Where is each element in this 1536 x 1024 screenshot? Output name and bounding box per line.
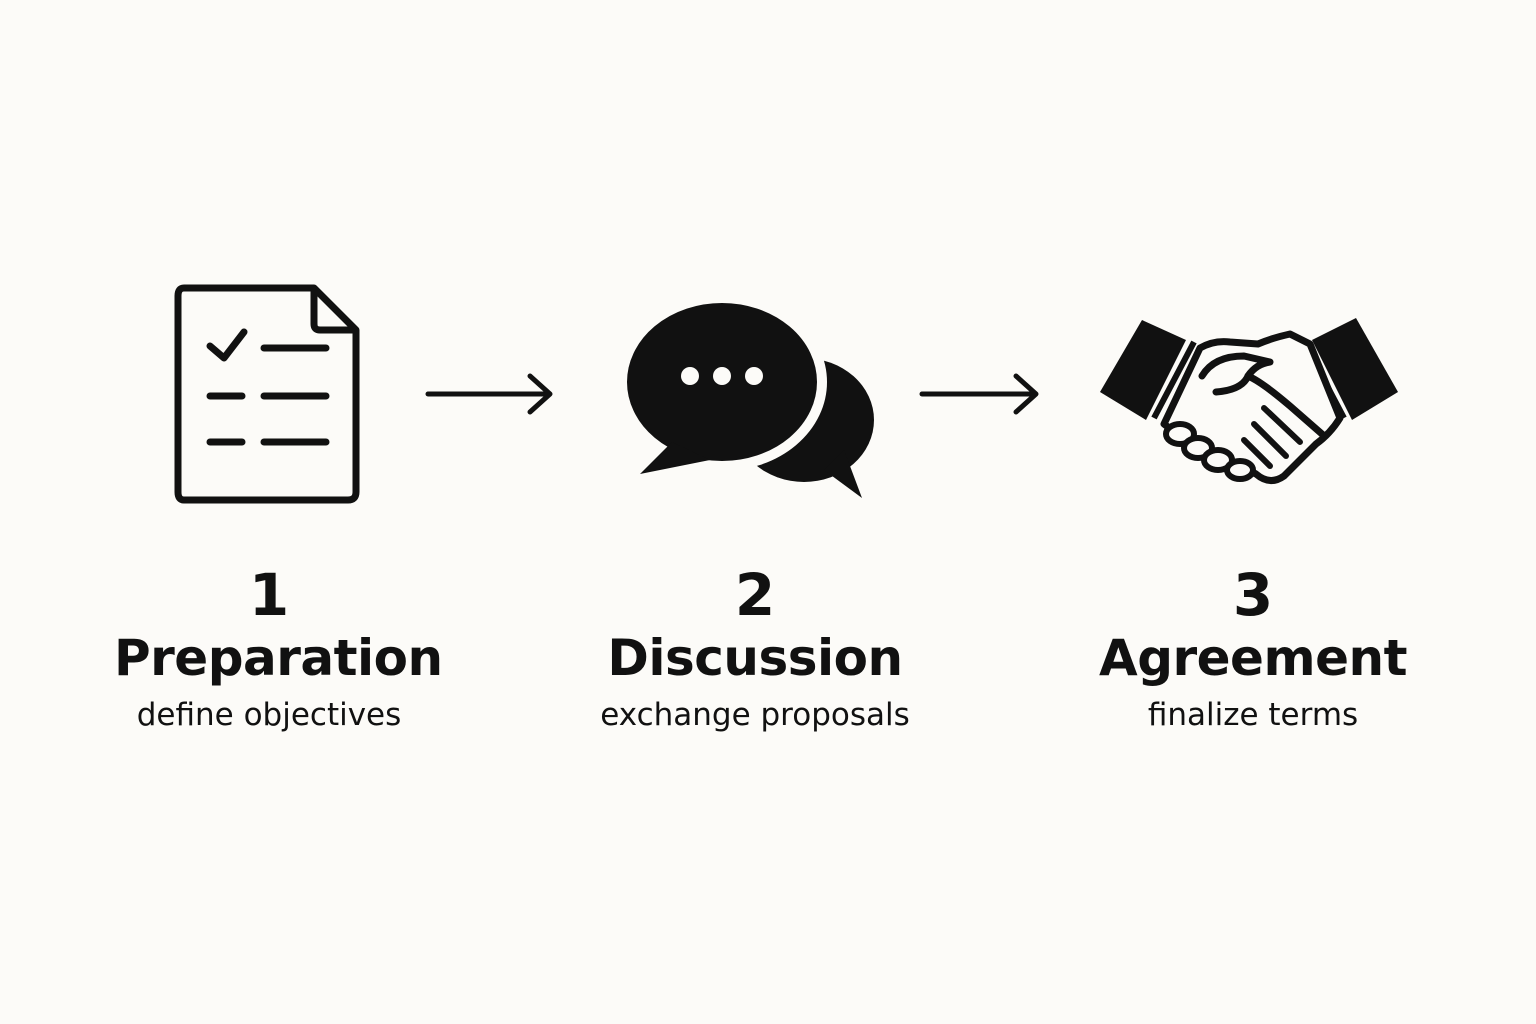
step-description: exchange proposals — [600, 696, 910, 733]
right-arrow-icon — [425, 373, 553, 415]
step-description: define objectives — [136, 696, 402, 733]
step-description: finalize terms — [1147, 696, 1359, 733]
speech-bubbles-icon — [617, 293, 874, 498]
handshake-icon — [1100, 318, 1398, 484]
step-number: 3 — [1232, 561, 1274, 629]
right-arrow-icon — [919, 373, 1039, 415]
step-number: 1 — [248, 561, 290, 629]
step-preparation: 1 Preparation define objectives — [114, 561, 443, 734]
step-discussion: 2 Discussion exchange proposals — [590, 566, 920, 734]
step-title: Agreement — [1099, 629, 1407, 687]
step-title: Discussion — [607, 629, 903, 687]
step-title: Preparation — [114, 629, 443, 687]
checklist-document-icon — [174, 284, 360, 504]
step-number: 2 — [734, 561, 776, 629]
step-agreement: 3 Agreement finalize terms — [1098, 566, 1408, 734]
